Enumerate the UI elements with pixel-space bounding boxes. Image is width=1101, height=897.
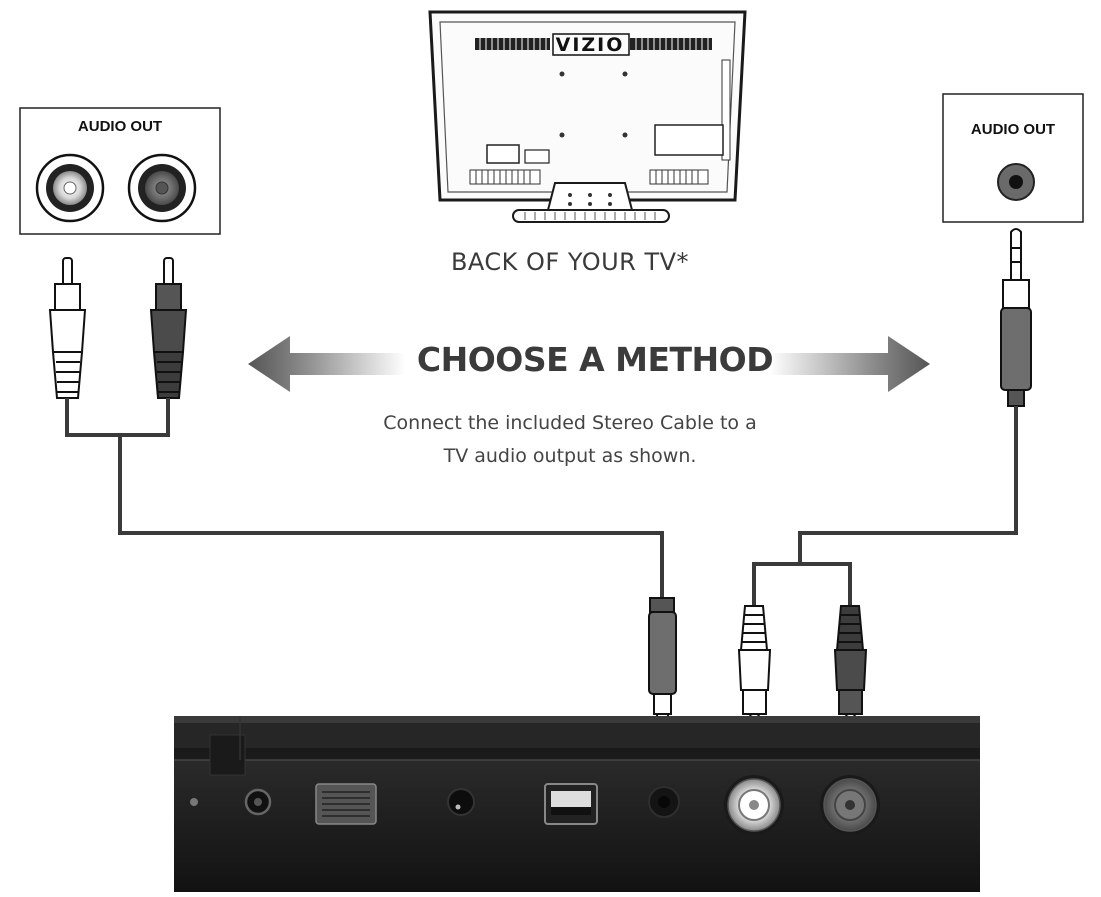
stereo-cables <box>65 398 1018 607</box>
choose-method-title: CHOOSE A METHOD <box>416 340 774 379</box>
tv-brand-logo: VIZIO <box>556 34 625 56</box>
rca-jack-gray <box>127 153 197 223</box>
optical-port <box>315 783 377 825</box>
bottom-rca-jack-white <box>724 775 784 835</box>
bottom-rca-jack-gray <box>820 775 880 835</box>
tv-top-vents <box>475 38 712 50</box>
left-rca-plug-gray <box>149 257 188 399</box>
device-back-panel <box>174 716 980 892</box>
tv-back-caption: BACK OF YOUR TV* <box>450 248 690 276</box>
tv-mount-holes <box>559 71 628 138</box>
usb-port <box>544 783 598 825</box>
instruction-line-1: Connect the included Stereo Cable to a <box>383 412 757 434</box>
headphone-output-jack <box>648 786 680 818</box>
left-audio-out-label: AUDIO OUT <box>77 118 163 135</box>
right-audio-out-panel <box>942 93 1084 223</box>
right-35mm-plug <box>1000 228 1032 407</box>
right-audio-out-label: AUDIO OUT <box>970 121 1056 138</box>
indicator-led <box>190 798 198 806</box>
power-jack <box>244 788 272 816</box>
aux-input-jack <box>447 788 475 816</box>
headphone-jack-35mm <box>997 163 1035 201</box>
instruction-line-2: TV audio output as shown. <box>443 445 697 467</box>
rca-jack-white <box>35 153 105 223</box>
left-audio-out-panel <box>19 107 221 235</box>
tv-back-illustration: VIZIO <box>428 10 747 223</box>
left-rca-plug-white <box>48 257 87 399</box>
choose-method-arrows <box>248 336 930 392</box>
